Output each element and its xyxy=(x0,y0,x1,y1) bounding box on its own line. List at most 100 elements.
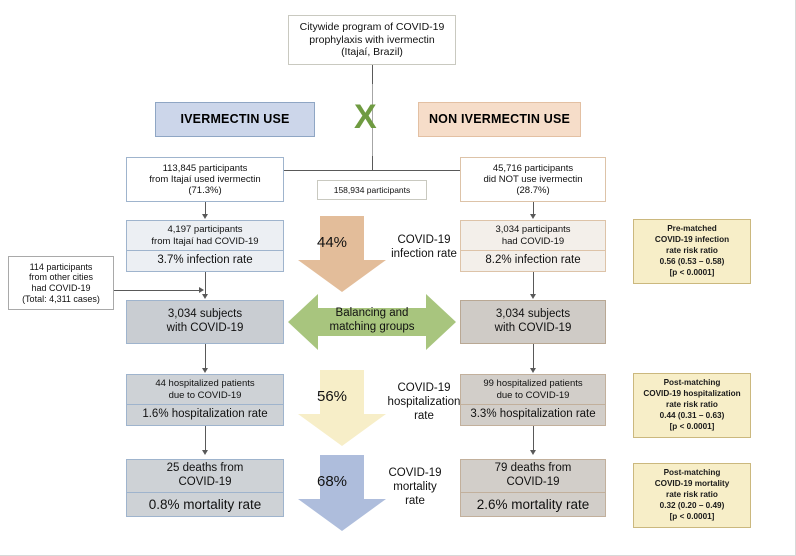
stat-box-infection: Pre-matched COVID-19 infection rate risk… xyxy=(633,219,751,284)
left-arrowhead-4 xyxy=(201,450,208,455)
right-subjects-line-2: with COVID-19 xyxy=(494,322,572,334)
right-connector-2 xyxy=(533,272,534,296)
total-participants-label: 158,934 participants xyxy=(333,184,411,195)
right-mortality-rate: 2.6% mortality rate xyxy=(476,496,590,512)
hospitalization-label-line-1: COVID-19 xyxy=(397,382,451,394)
left-deaths-line-1: 25 deaths from xyxy=(166,462,244,475)
right-deaths-counts: 79 deaths from COVID-19 xyxy=(460,459,606,492)
side-note-line-3: had COVID-19 xyxy=(31,283,91,293)
right-covid-line-2: had COVID-19 xyxy=(501,235,565,247)
left-covid-counts: 4,197 participants from Itajaí had COVID… xyxy=(126,220,284,250)
mortality-label-line-3: rate xyxy=(405,495,425,508)
stat-box-mortality: Post-matching COVID-19 mortality rate ri… xyxy=(633,463,751,528)
left-mortality-rate: 0.8% mortality rate xyxy=(148,496,262,512)
left-covid-rate: 3.7% infection rate xyxy=(126,250,284,272)
side-note-arrowhead xyxy=(199,287,204,293)
right-covid-box: 3,034 participants had COVID-19 8.2% inf… xyxy=(460,220,606,272)
right-subjects-box: 3,034 subjects with COVID-19 xyxy=(460,300,606,344)
stat-infection-line-3: rate risk ratio xyxy=(666,246,718,256)
right-deaths-box: 79 deaths from COVID-19 2.6% mortality r… xyxy=(460,459,606,517)
left-covid-line-1: 4,197 participants xyxy=(167,224,243,236)
mortality-rate-arrow: 68% xyxy=(298,455,386,531)
mortality-label-line-1: COVID-19 xyxy=(388,467,442,479)
right-subjects-line-1: 3,034 subjects xyxy=(495,308,571,321)
right-connector-3 xyxy=(533,344,534,370)
stat-infection-line-5: [p < 0.0001] xyxy=(669,267,715,277)
x-separator-icon: X xyxy=(354,98,377,136)
right-covid-counts: 3,034 participants had COVID-19 xyxy=(460,220,606,250)
stat-mortality-line-4: 0.32 (0.20 – 0.49) xyxy=(659,500,725,510)
infection-label-line-2: infection rate xyxy=(391,248,457,261)
stat-box-hospitalization: Post-matching COVID-19 hospitalization r… xyxy=(633,373,751,438)
stat-infection-line-1: Pre-matched xyxy=(667,224,717,234)
left-hospitalized-box: 44 hospitalized patients due to COVID-19… xyxy=(126,374,284,426)
left-infection-rate: 3.7% infection rate xyxy=(157,254,253,267)
right-participants-line-2: did NOT use ivermectin xyxy=(483,173,583,185)
side-note-connector xyxy=(114,290,200,291)
title-line-2: prophylaxis with ivermectin xyxy=(309,33,435,46)
left-hospitalization-rate-cell: 1.6% hospitalization rate xyxy=(126,404,284,426)
hospitalization-rate-label: COVID-19 hospitalization rate xyxy=(372,381,476,423)
banner-non-ivermectin-use: NON IVERMECTIN USE xyxy=(418,102,581,137)
right-arrowhead-2 xyxy=(529,294,536,299)
total-participants-box: 158,934 participants xyxy=(317,180,427,200)
right-arrowhead-3 xyxy=(529,368,536,373)
banner-ivermectin-label: IVERMECTIN USE xyxy=(180,112,290,127)
banner-ivermectin-use: IVERMECTIN USE xyxy=(155,102,315,137)
banner-non-ivermectin-label: NON IVERMECTIN USE xyxy=(428,112,571,127)
left-arrowhead-1 xyxy=(201,214,208,219)
infection-arrow-shape xyxy=(298,216,386,292)
title-line-1: Citywide program of COVID-19 xyxy=(299,21,445,34)
connector-split-horizontal xyxy=(205,170,540,171)
stat-mortality-line-1: Post-matching xyxy=(663,468,721,478)
infection-rate-label: COVID-19 infection rate xyxy=(372,233,476,261)
right-deaths-line-1: 79 deaths from xyxy=(494,462,572,475)
left-arrowhead-2 xyxy=(201,294,208,299)
right-deaths-line-2: COVID-19 xyxy=(506,476,560,488)
infection-arrow-percent: 44% xyxy=(316,234,348,251)
left-mortality-rate-cell: 0.8% mortality rate xyxy=(126,492,284,517)
side-note-line-2: from other cities xyxy=(28,272,94,283)
balancing-arrow-label: Balancing and matching groups xyxy=(288,306,456,335)
balancing-label-line-1: Balancing and xyxy=(335,307,409,319)
right-hospitalized-line-2: due to COVID-19 xyxy=(496,389,570,401)
left-participants-line-2: from Itajaí used ivermectin xyxy=(149,173,261,185)
stat-mortality-line-5: [p < 0.0001] xyxy=(669,511,715,521)
balancing-label-line-2: matching groups xyxy=(329,321,415,334)
right-participants-box: 45,716 participants did NOT use ivermect… xyxy=(460,157,606,202)
title-line-3: (Itajaí, Brazil) xyxy=(341,46,403,59)
left-connector-3 xyxy=(205,344,206,370)
right-covid-line-1: 3,034 participants xyxy=(495,224,571,236)
side-note-line-1: 114 participants xyxy=(29,261,93,272)
left-participants-line-1: 113,845 participants xyxy=(162,162,248,174)
hospitalization-arrow-shape xyxy=(298,370,386,446)
left-connector-2 xyxy=(205,272,206,296)
right-connector-1 xyxy=(533,202,534,216)
right-participants-line-3: (28.7%) xyxy=(516,185,550,197)
stat-hospitalization-line-5: [p < 0.0001] xyxy=(669,421,715,431)
left-hospitalized-line-1: 44 hospitalized patients xyxy=(155,378,255,390)
hospitalization-arrow-percent: 56% xyxy=(316,388,348,405)
left-hospitalized-counts: 44 hospitalized patients due to COVID-19 xyxy=(126,374,284,404)
right-connector-4 xyxy=(533,426,534,452)
left-hospitalized-line-2: due to COVID-19 xyxy=(168,389,242,401)
left-subjects-line-1: 3,034 subjects xyxy=(167,308,243,321)
left-participants-box: 113,845 participants from Itajaí used iv… xyxy=(126,157,284,202)
right-hospitalized-counts: 99 hospitalized patients due to COVID-19 xyxy=(460,374,606,404)
infection-label-line-1: COVID-19 xyxy=(397,234,451,246)
left-arrowhead-3 xyxy=(201,368,208,373)
right-mortality-rate-cell: 2.6% mortality rate xyxy=(460,492,606,517)
mortality-label-line-2: mortality xyxy=(393,481,437,494)
hospitalization-label-line-3: rate xyxy=(414,410,434,423)
right-hospitalization-rate-cell: 3.3% hospitalization rate xyxy=(460,404,606,426)
right-hospitalized-box: 99 hospitalized patients due to COVID-19… xyxy=(460,374,606,426)
right-hospitalized-line-1: 99 hospitalized patients xyxy=(483,378,583,390)
stat-hospitalization-line-3: rate risk ratio xyxy=(666,400,718,410)
stat-infection-line-2: COVID-19 infection xyxy=(654,235,730,245)
mortality-rate-label: COVID-19 mortality rate xyxy=(372,466,458,508)
left-subjects-box: 3,034 subjects with COVID-19 xyxy=(126,300,284,344)
hospitalization-label-line-2: hospitalization xyxy=(387,396,461,409)
left-deaths-box: 25 deaths from COVID-19 0.8% mortality r… xyxy=(126,459,284,517)
side-note-line-4: (Total: 4,311 cases) xyxy=(22,293,100,304)
